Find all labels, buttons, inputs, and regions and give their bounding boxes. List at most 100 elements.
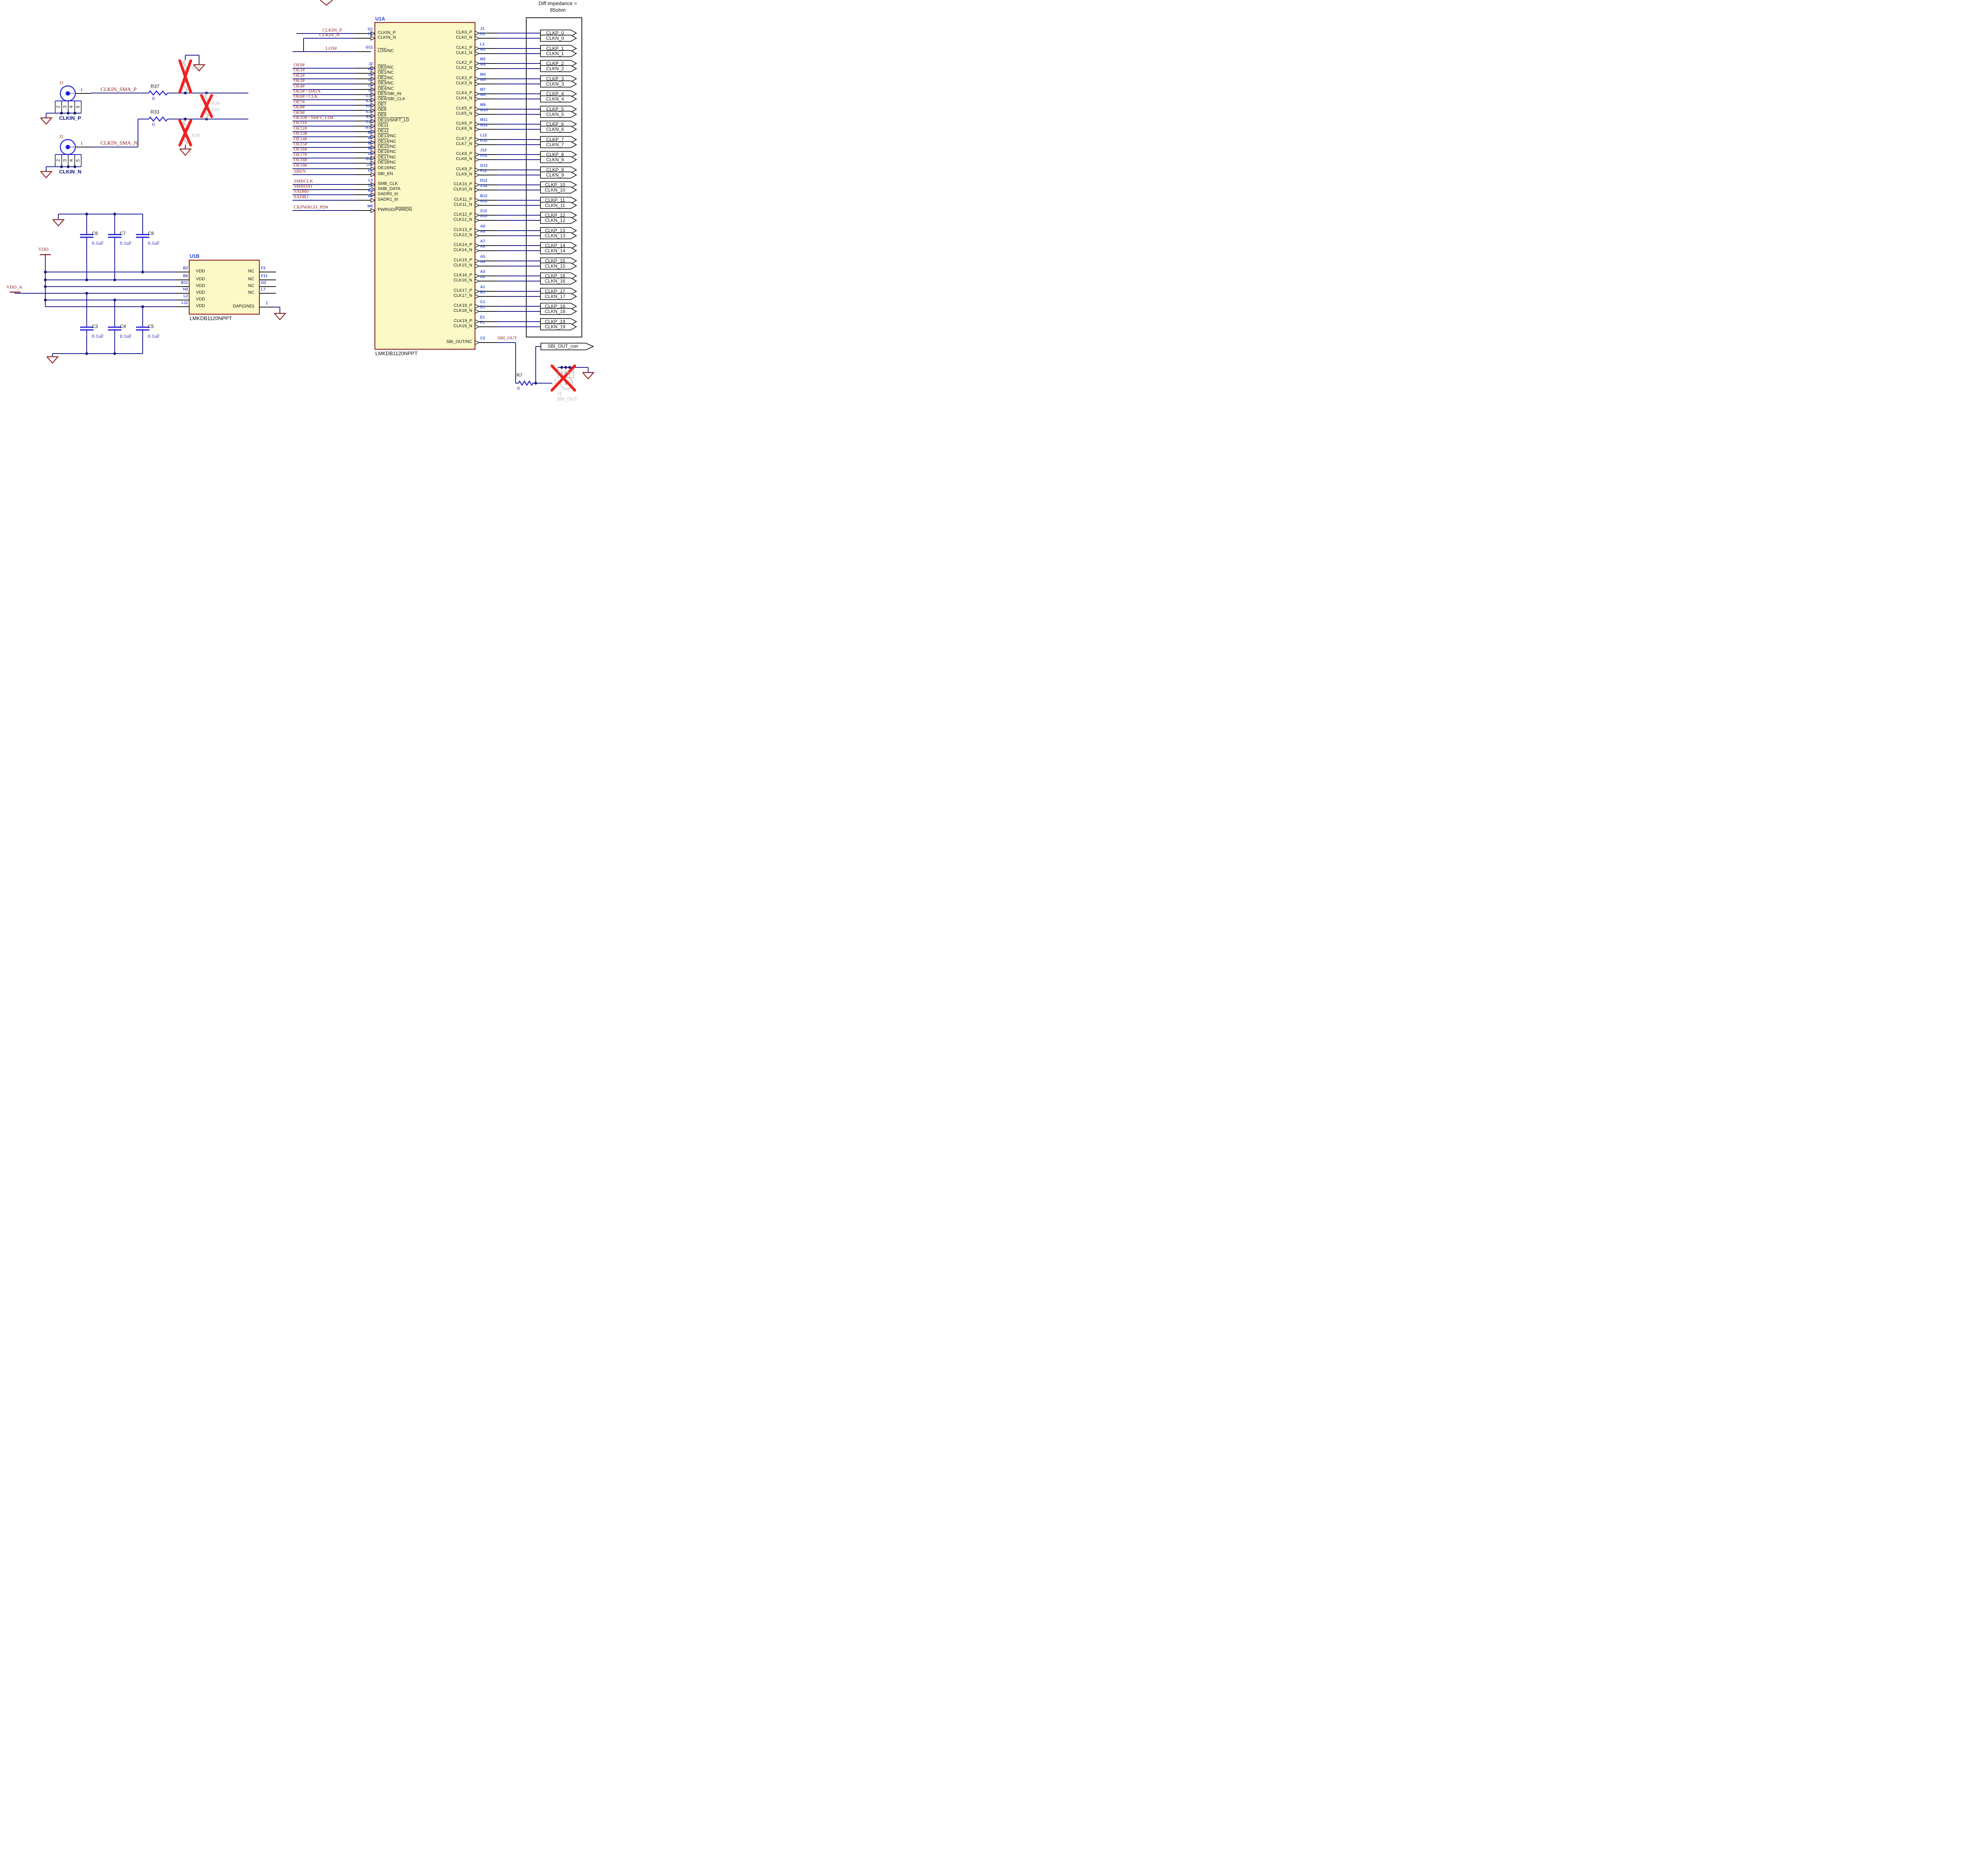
cap-refdes: C3 (92, 324, 98, 329)
u1a-pin-name: CLK11_P (454, 197, 472, 202)
clk-flag-label: CLKN_9 (546, 172, 564, 178)
u1a-pin-number: L10 (366, 93, 373, 98)
cap-value: 0.1uF (148, 333, 160, 339)
r33-refdes: R33 (151, 109, 160, 115)
u1a-pin-number: M12 (480, 123, 488, 127)
u1a-net-label: CLKIN_N (319, 32, 340, 37)
u1a-pin-number: E1 (480, 315, 485, 320)
sma-net-label: CLKIN_N (59, 169, 82, 175)
u1a-pin-name: OE9 (378, 112, 387, 117)
u1a-net-label: OE6# / CLK (294, 93, 318, 99)
sma-shield-pin-number: 4 (68, 159, 74, 162)
u1a-pin-number: H12 (480, 153, 488, 158)
u1a-pin-number: K11 (366, 99, 373, 103)
u1a-net-label: OE14# (294, 136, 307, 142)
u1b-pin-name: VDD (196, 297, 205, 302)
clk-flag-label: CLKN_11 (545, 203, 565, 208)
clk-flag-label: CLKN_13 (544, 233, 566, 238)
r38-refdes-ghost: R38 (192, 65, 201, 71)
u1b-dap-pin-number: 1 (266, 301, 268, 306)
cap-value: 0.1uF (148, 240, 160, 246)
u1a-pin-number: B1 (480, 290, 485, 294)
u1a-pin-number: A9 (480, 224, 485, 229)
sma-shield-pin-number: 2 (55, 105, 61, 108)
u1b-pin-number: F11 (261, 274, 268, 278)
u1a-pin-number: A10 (480, 214, 488, 218)
u1a-pin-number: B10 (365, 125, 373, 130)
u1a-net-label: OE16# (294, 146, 307, 152)
u1a-pin-name: CLKIN_N (378, 35, 396, 40)
u1a-pin-name: CLK6_N (456, 126, 472, 131)
j1-ghost-refdes: J1 (557, 391, 562, 397)
clk-flag-label: CLKN_5 (546, 112, 564, 117)
u1a-pin-name: CLK3_P (456, 76, 472, 80)
u1a-pin-name: PWRGD/PWRDN (378, 207, 412, 212)
u1a-pin-number: A1 (480, 285, 485, 289)
u1a-pin-name: SBI_OUT/NC (446, 339, 472, 344)
u1a-pin-name: OE10/SHFT_LD (378, 117, 410, 123)
u1a-pin-name: CLK2_P (456, 60, 472, 65)
u1a-pin-number: B8 (368, 194, 373, 198)
u1a-pin-number: C2 (480, 336, 485, 341)
u1a-net-label: SBEN (294, 168, 306, 174)
u1b-pin-name: NC (248, 283, 254, 288)
u1a-pin-name: CLK3_N (456, 81, 472, 86)
sma-refdes: J3 (59, 80, 63, 86)
u1a-pin-number: K2 (368, 67, 373, 71)
u1a-pin-number: L8 (368, 88, 373, 93)
clk-flag-label: CLKN_4 (546, 96, 564, 102)
u1a-pin-name: CLK12_N (453, 217, 472, 222)
u1a-pin-name: CLK4_P (456, 91, 472, 95)
clk-flag-label: CLKP_19 (545, 319, 565, 324)
u1a-pin-number: B5 (368, 141, 373, 145)
clk-flag-label: CLKN_14 (544, 248, 566, 253)
u1b-pin-number: B11 (181, 281, 188, 285)
u1a-net-label: OE3# (294, 78, 305, 83)
u1a-pin-name: CLK15_N (453, 263, 472, 268)
clk-flag-label: CLKN_1 (546, 51, 564, 56)
u1a-pin-name: OE12 (378, 128, 389, 133)
clk-flag-label: CLKP_0 (546, 30, 564, 36)
sma-shield-pin-number: 3 (62, 159, 68, 162)
u1a-pin-number: F12 (480, 169, 487, 173)
u1a-partnumber: LMKDB1120NPPT (375, 350, 418, 356)
u1a-pin-number: E11 (366, 115, 373, 119)
u1a-pin-name: SADR1_tri (378, 197, 398, 202)
cap-refdes: C6 (92, 231, 98, 236)
vdda-power-label: VDD_A (6, 284, 22, 290)
clk-flag-label: CLKP_3 (546, 76, 564, 82)
clk-flag-label: CLKN_16 (544, 278, 566, 284)
diff-impedance-note-line1: Diff impedance = (538, 0, 577, 6)
clk-flag-label: CLKP_1 (546, 46, 564, 51)
cap-value: 0.1uF (92, 240, 104, 246)
u1a-net-label: LOS# (326, 45, 337, 51)
cap-refdes: C4 (120, 324, 126, 329)
u1b-pin-number: G2 (261, 281, 266, 285)
u1a-pin-name: CLK16_P (453, 273, 472, 278)
u1a-pin-number: L5 (368, 178, 373, 183)
clk-flag-label: CLKP_2 (546, 61, 564, 66)
u1a-net-label: OE7# (294, 99, 305, 104)
u1a-net-label: OE8# (294, 104, 305, 110)
u1a-pin-name: OE19/NC (378, 166, 397, 170)
u1a-pin-name: OE6/SBI_CLK (378, 96, 406, 101)
u1a-pin-name: CLK14_P (453, 242, 472, 247)
u1a-pin-name: OE17/NC (378, 155, 397, 160)
u1a-pin-name: CLK1_P (456, 45, 472, 50)
u1a-pin-number: J11 (366, 162, 373, 167)
cap-refdes: C7 (120, 231, 126, 236)
u1a-pin-number: M5 (480, 78, 486, 82)
u1a-pin-number: G12 (480, 164, 488, 168)
clk-flag-label: CLKP_7 (546, 137, 564, 142)
u1a-pin-name: OE14/NC (378, 139, 397, 144)
u1a-net-label: SMBDAT (294, 183, 313, 189)
u1a-pin-number: J1 (480, 27, 485, 31)
u1a-net-label: OE0# (294, 62, 305, 67)
u1a-net-label: SMBCLK (294, 178, 313, 184)
u1a-net-label: OE5# / DATA (294, 88, 321, 94)
u1b-pin-name: NC (248, 269, 254, 274)
clk-flag-label: CLKN_17 (544, 294, 566, 299)
u1a-pin-name: CLK13_P (453, 227, 472, 232)
clk-flag-label: CLKN_3 (546, 81, 564, 87)
u1a-pin-number: L1 (480, 42, 485, 47)
